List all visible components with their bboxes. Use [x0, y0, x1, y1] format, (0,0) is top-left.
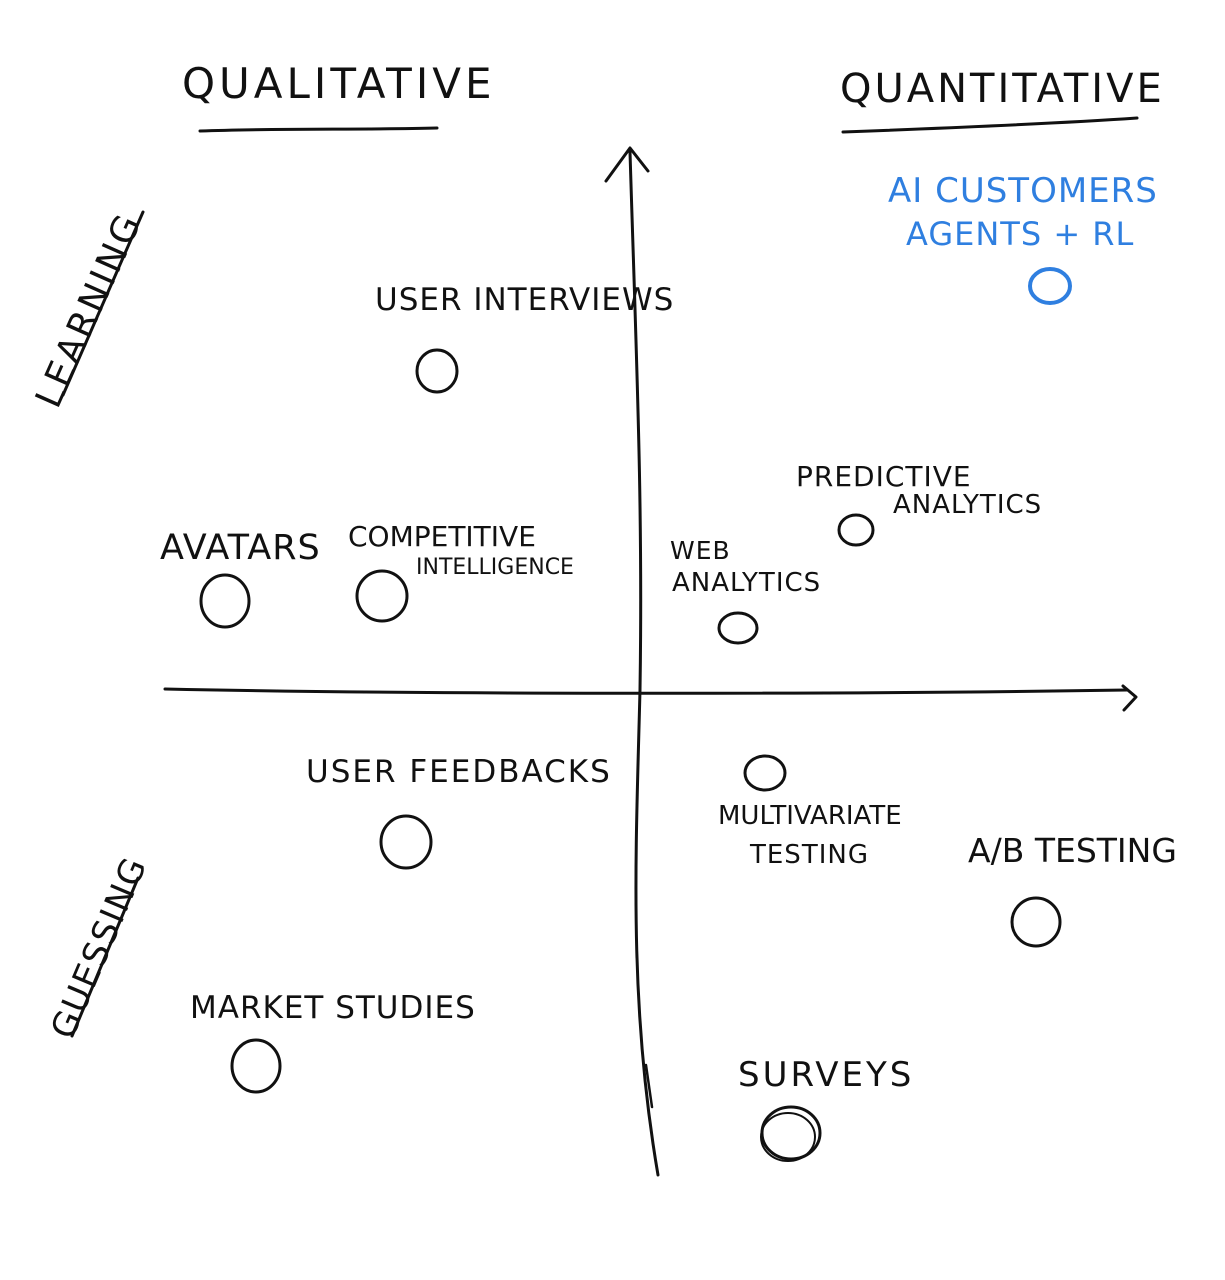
- predictive-label: PREDICTIVE: [796, 460, 972, 493]
- surveys-circle-overdraw: [760, 1112, 816, 1162]
- predictive-analytics-circle: [837, 513, 875, 547]
- learning-underline: [61, 210, 145, 397]
- ai-agents-label: AGENTS + RL: [906, 215, 1135, 253]
- ab-testing-label: A/B TESTING: [968, 831, 1177, 870]
- market-studies-label: MARKET STUDIES: [190, 990, 476, 1026]
- avatars-circle: [199, 573, 251, 629]
- user-feedbacks-circle: [379, 814, 433, 870]
- user-feedbacks-label: USER FEEDBACKS: [306, 754, 612, 790]
- quantitative-underline: [841, 116, 1139, 134]
- intelligence-label: INTELLIGENCE: [416, 555, 574, 580]
- qualitative-underline: [198, 126, 439, 133]
- web-analytics-label: ANALYTICS: [672, 568, 822, 598]
- vertical-axis-arrowhead: [604, 146, 650, 183]
- multivariate-label: MULTIVARIATE: [718, 801, 902, 831]
- horizontal-axis: [163, 687, 1129, 695]
- qualitative-header: QUALITATIVE: [182, 59, 496, 108]
- multivariate-testing-label: TESTING: [750, 840, 869, 870]
- quantitative-header: QUANTITATIVE: [840, 66, 1165, 112]
- surveys-circle: [760, 1105, 822, 1161]
- surveys-label: SURVEYS: [738, 1055, 915, 1095]
- ai-customers-label: Ai CUSTOMERS: [888, 171, 1158, 211]
- competitive-label: COMPETITIVE: [348, 520, 536, 553]
- ai-customers-circle: [1028, 267, 1072, 305]
- web-analytics-circle: [717, 611, 759, 645]
- user-interviews-label: USER INTERVIEWS: [375, 282, 675, 318]
- multivariate-testing-circle: [743, 754, 787, 792]
- ab-testing-circle: [1010, 896, 1062, 948]
- predictive-analytics-label: ANALYTICS: [893, 490, 1043, 520]
- horizontal-axis-arrowhead: [1121, 684, 1138, 712]
- market-studies-circle: [230, 1038, 282, 1094]
- guessing-underline: [70, 876, 140, 1038]
- competitive-intelligence-circle: [355, 569, 409, 623]
- user-interviews-circle: [415, 348, 459, 394]
- avatars-label: AVATARS: [160, 528, 321, 568]
- vertical-axis-bottom-tick: [644, 1063, 654, 1109]
- web-label: WEB: [670, 536, 731, 565]
- vertical-axis: [628, 150, 660, 1177]
